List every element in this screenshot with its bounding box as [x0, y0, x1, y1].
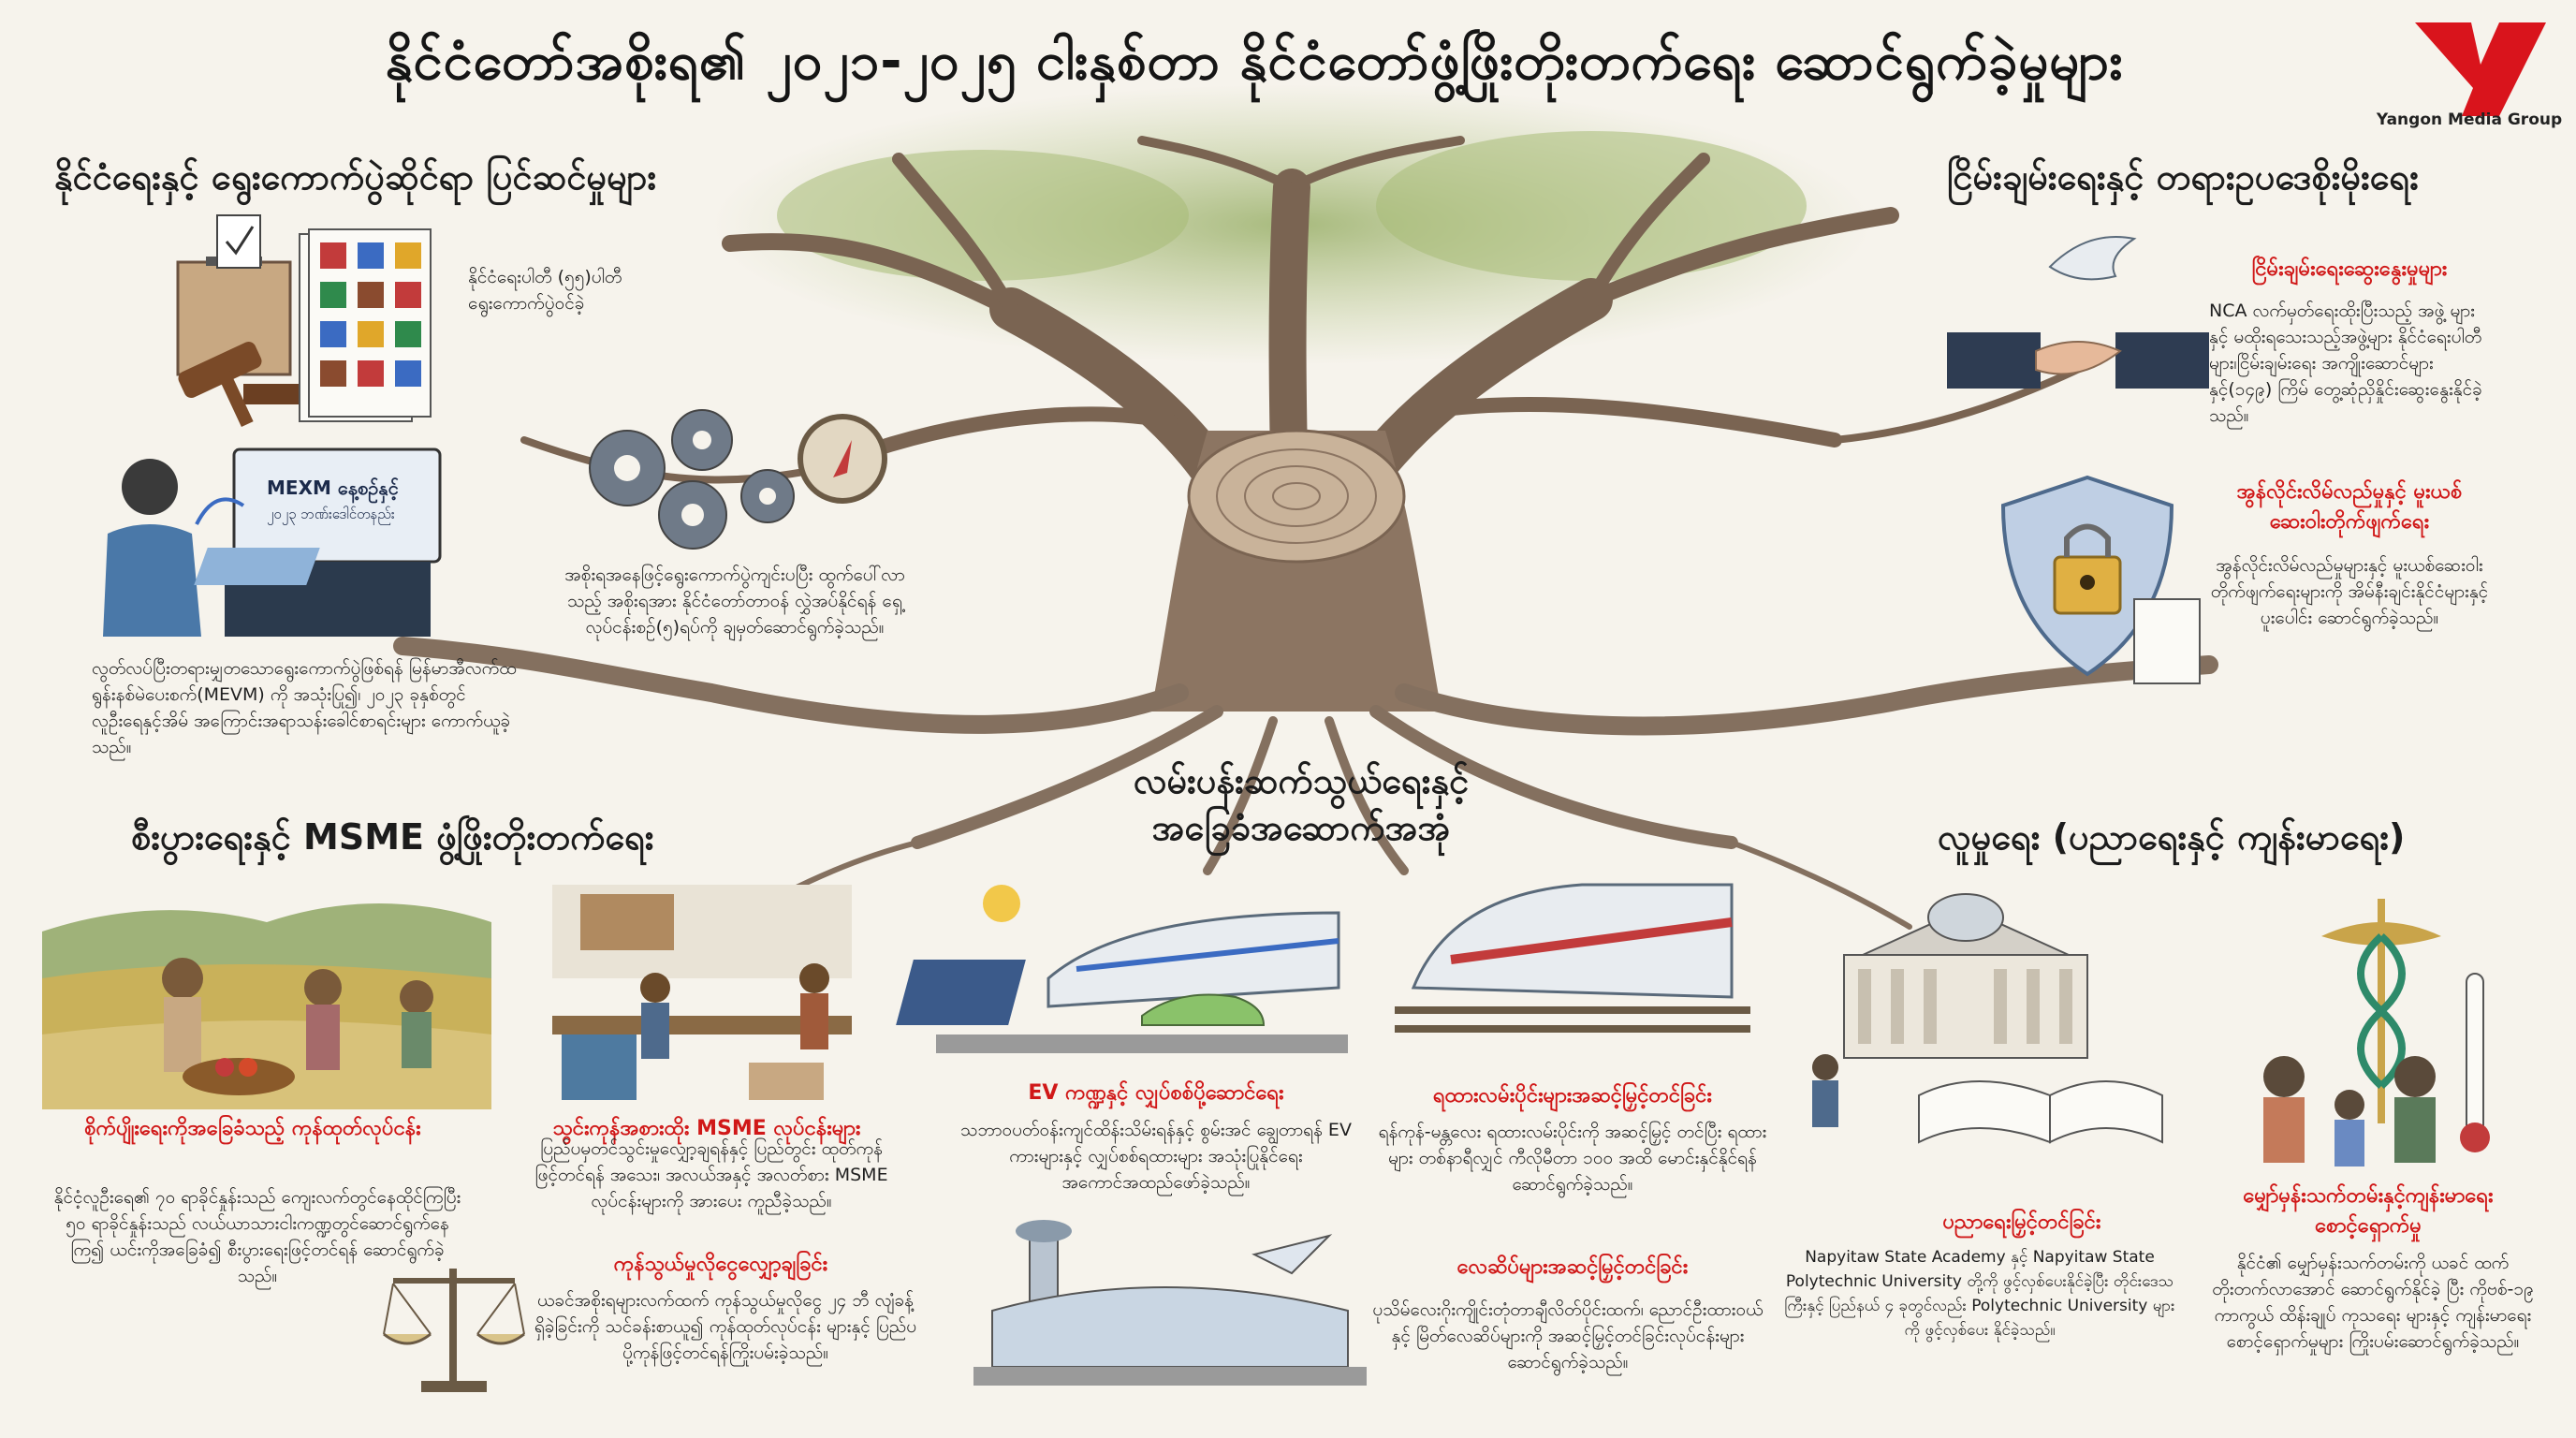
agro-production-subheading: စိုက်ပျိုးရေးကိုအခြေခံသည့် ကုန်ထုတ်လုပ်င…: [84, 1117, 421, 1140]
transition-roadmap-note: အစိုးရအနေဖြင့်ရွေးကောက်ပွဲကျင်းပပြီး ထွက…: [564, 565, 905, 638]
page-title: နိုင်ငံတော်အစိုးရ၏ ၂၀၂၁-၂၀၂၅ ငါးနှစ်တာ န…: [385, 31, 2124, 92]
online-scam-drugs-subheading: အွန်လိုင်းလိမ်လည်မှုနှင့် မူးယစ်ဆေးဝါးတိ…: [2236, 480, 2463, 534]
politics-heading: နိုင်ငံရေးနှင့် ရွေးကောက်ပွဲဆိုင်ရာ ပြင်…: [54, 156, 657, 198]
health-text: နိုင်ငံ၏ မျှော်မှန်းသက်တမ်းကို ယခင် ထက်တ…: [2212, 1253, 2534, 1352]
railway-subheading: ရထားလမ်းပိုင်းများအဆင့်မြှင့်တင်ခြင်း: [1433, 1084, 1712, 1108]
shield-lock-icon: [2000, 475, 2201, 684]
yangon-media-group-logo: [2415, 22, 2546, 116]
airport-illustration: [973, 1220, 1367, 1386]
machine-screen-line2: ၂၀၂၃ ဘဏ်းဒေါင်တနည်း: [267, 506, 395, 522]
airport-subheading: လေဆိပ်များအဆင့်မြှင့်တင်ခြင်း: [1456, 1255, 1689, 1279]
caduceus-family-illustration: [2263, 899, 2490, 1167]
peace-talks-subheading: ငြိမ်းချမ်းရေးဆွေးနွေးမှုများ: [2251, 257, 2448, 281]
trade-deficit-text: ယခင်အစိုးရများလက်ထက် ကုန်သွယ်မှုလိုငွေ ၂…: [534, 1290, 917, 1363]
infrastructure-heading-line1: လမ်းပန်းဆက်သွယ်ရေးနှင့်: [1133, 760, 1470, 801]
balance-scale-icon: [383, 1269, 525, 1392]
voter-machine-icon: [103, 448, 442, 637]
airport-text: ပုသိမ်လေးဂိုးကျိုင်းတုံတာချီလိတ်ပိုင်းထက…: [1372, 1299, 1764, 1372]
msme-text: ပြည်ပမှတင်သွင်းမှုလျှော့ချရန်နှင့် ပြည်တ…: [534, 1138, 888, 1211]
online-scam-drugs-text: အွန်လိုင်းလိမ်လည်မှုများနှင့် မူးယစ်ဆေးဝ…: [2210, 555, 2489, 628]
agro-production-text: နိုင်ငံ့လူဦးရေ၏ ၇၀ ရာခိုင်နှုန်းသည် ကျေး…: [53, 1187, 461, 1286]
peace-heading: ငြိမ်းချမ်းရေးနှင့် တရားဥပဒေစိုးမိုးရေး: [1947, 156, 2419, 198]
dove-handshake-icon: [1947, 236, 2209, 389]
farmers-field-illustration: [42, 903, 491, 1109]
ev-text: သဘာဝပတ်ဝန်းကျင်ထိန်းသိမ်းရန်နှင့် စွမ်းအ…: [960, 1120, 1352, 1193]
education-subheading: ပညာရေးမြှင့်တင်ခြင်း: [1942, 1211, 2101, 1234]
logo-brand-text: Yangon Media Group: [2376, 110, 2563, 129]
msme-workshop-illustration: [552, 885, 852, 1100]
social-heading: လူမှုရေး (ပညာရေးနှင့် ကျန်းမာရေး): [1938, 816, 2406, 858]
trade-deficit-subheading: ကုန်သွယ်မှုလိုငွေလျှော့ချခြင်း: [613, 1253, 828, 1276]
economy-heading: စီးပွားရေးနှင့် MSME ဖွံ့ဖြိုးတိုးတက်ရေး: [131, 816, 654, 858]
msme-subheading: သွင်းကုန်အစားထိုး MSME လုပ်ငန်းများ: [552, 1117, 861, 1140]
health-subheading: မျှော်မှန်းသက်တမ်းနှင့်ကျန်းမာရေး စောင့်…: [2243, 1184, 2494, 1238]
ev-train-illustration: [896, 885, 1348, 1053]
education-text: Napyitaw State Academy နှင့် Napyitaw St…: [1784, 1248, 2175, 1340]
university-book-illustration: [1812, 893, 2163, 1144]
ev-subheading: EV ကဏ္ဍနှင့် လျှပ်စစ်ပို့ဆောင်ရေး: [1028, 1081, 1284, 1105]
gears-compass-icon: [589, 409, 887, 550]
rail-train-illustration: [1395, 883, 1750, 1033]
peace-talks-text: NCA လက်မှတ်ရေးထိုးပြီးသည့် အဖွဲ့ များနှင…: [2209, 301, 2482, 426]
infrastructure-heading-line2: အခြေခံအဆောက်အအုံ: [1151, 807, 1451, 848]
parties-note: နိုင်ငံရေးပါတီ (၅၅)ပါတီ ရွေးကောက်ပွဲဝင်ခ…: [468, 267, 622, 314]
railway-text: ရန်ကုန်-မန္တလေး ရထားလမ်းပိုင်းကို အဆင့်မ…: [1378, 1122, 1767, 1195]
mevm-census-note: လွတ်လပ်ပြီးတရားမျှတသောရွေးကောက်ပွဲဖြစ်ရန…: [92, 658, 517, 757]
machine-screen-line1: MEXM နေ့စဉ်နှင့်: [267, 477, 399, 499]
party-symbols-scroll-icon: [308, 228, 432, 418]
